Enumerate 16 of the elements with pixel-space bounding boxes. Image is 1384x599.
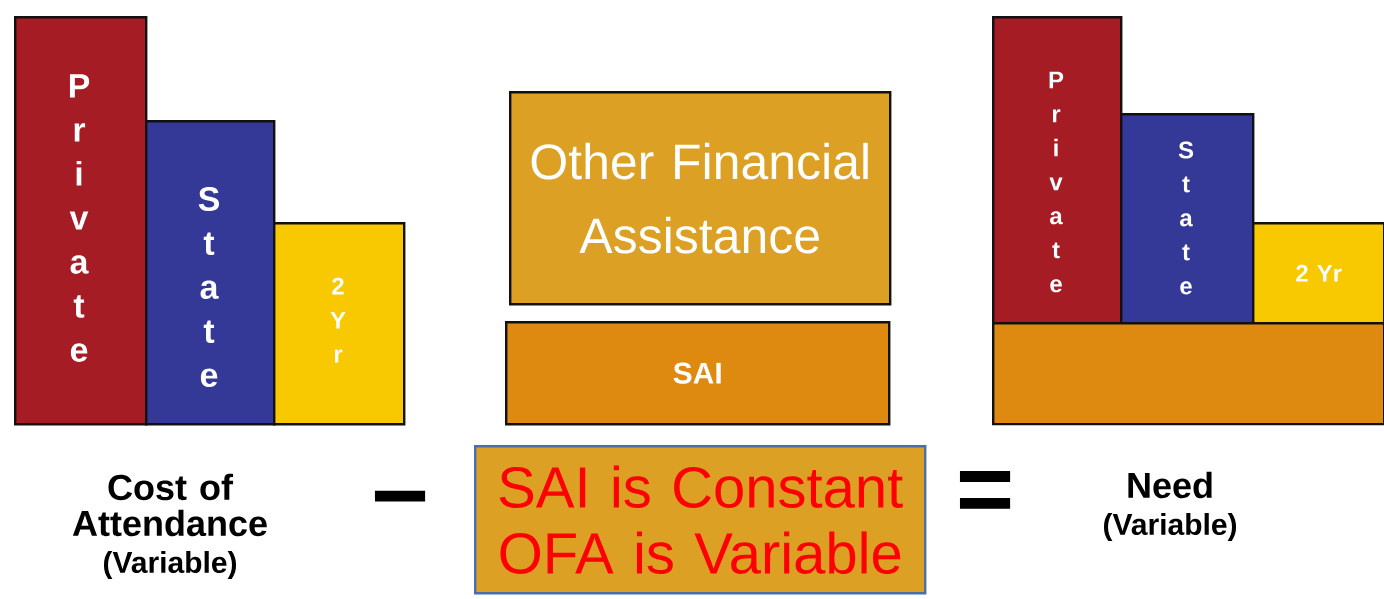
bar: State (145, 120, 276, 426)
minus-sign: − (374, 490, 426, 502)
equals-sign: = (959, 471, 1011, 509)
bar: Private (14, 16, 148, 426)
text-box: SAI is Constant OFA is Variable (474, 445, 927, 595)
label-text: Need (1128, 471, 1212, 499)
label-text: (Variable) (104, 551, 237, 579)
label-text: (Variable) (1104, 513, 1237, 541)
bar: 2 Yr (273, 222, 406, 426)
bar: State (1120, 113, 1255, 325)
bar: Private (992, 16, 1123, 325)
bar (992, 322, 1384, 426)
text-box: SAI (505, 321, 891, 426)
label-text: Cost of Attendance (72, 473, 267, 537)
text-box: Other Financial Assistance (509, 91, 892, 306)
bar: 2 Yr (1252, 222, 1384, 325)
